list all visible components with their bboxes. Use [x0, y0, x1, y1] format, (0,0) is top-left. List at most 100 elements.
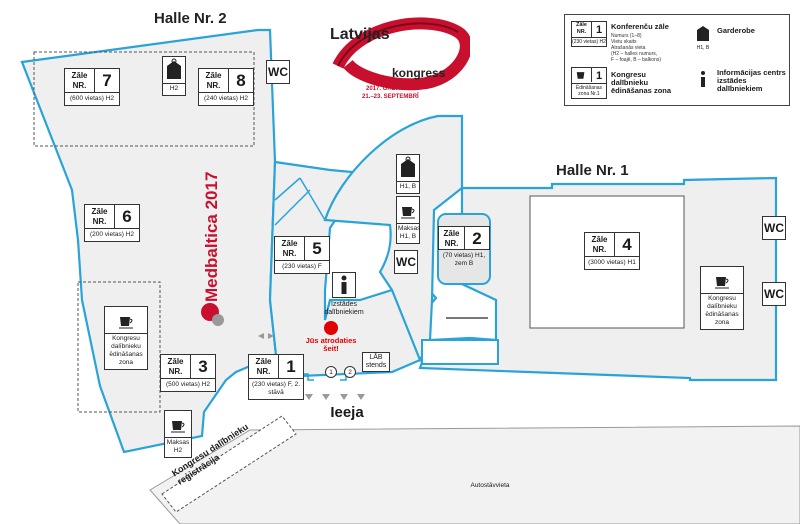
legend-room-line: Atrašanās vieta — [611, 45, 646, 51]
registration-area — [161, 415, 297, 513]
room-number: 1 — [286, 357, 296, 376]
room-word: Zāle NR. — [85, 205, 115, 228]
entrance-1-number: 1 — [329, 369, 333, 376]
entrance-arrows — [305, 394, 365, 400]
info-icon — [701, 71, 705, 87]
coffee-cup-icon — [171, 421, 185, 433]
room-word: Zāle NR. — [161, 355, 191, 378]
room-number: 3 — [198, 357, 208, 376]
entrance-1-circle — [325, 366, 337, 378]
catering-zone-left[interactable]: Kongresu dalībnieku ēdināšanas zona — [104, 306, 148, 370]
hall-2-zone-bottom — [77, 281, 161, 413]
room-8[interactable]: Zāle NR. 8 (240 vietas) H2 — [198, 68, 254, 106]
you-are-here-label: Jūs atrodaties šeit! — [305, 336, 357, 353]
logo-line3: kongress — [392, 66, 446, 80]
room-info: (230 vietas) F — [282, 263, 322, 270]
room-4[interactable]: Zāle NR.4 (3000 vietas) H1 — [584, 232, 640, 270]
legend-room-line: Vietu skaits — [611, 39, 637, 45]
wardrobe-caption: H1, B — [397, 181, 419, 193]
catering-caption: Kongresu dalībnieku ēdināšanas zona — [701, 293, 743, 329]
sponsor-mark — [201, 303, 224, 326]
wardrobe-h1b[interactable]: H1, B — [396, 154, 420, 194]
wc-hall-2[interactable]: WC — [266, 60, 290, 84]
wardrobe-icon — [697, 26, 709, 41]
map-legend: Zāle NR.1 (230 vietas) H2 Konferenču zāl… — [564, 14, 790, 106]
catering-zone-right[interactable]: Kongresu dalībnieku ēdināšanas zona — [700, 266, 744, 330]
room-info: (230 vietas) F, 2. stāvā — [251, 381, 301, 396]
room-1[interactable]: Zāle NR. 1 (230 vietas) F, 2. stāvā — [248, 354, 304, 400]
hall-1-label: Halle Nr. 1 — [556, 162, 629, 179]
coffee-maksas-h1b[interactable]: Maksas H1, B — [396, 196, 420, 244]
room-2[interactable]: Zāle NR. 2 (70 vietas) H1, zem B — [438, 226, 490, 270]
room-5[interactable]: Zāle NR.5 (230 vietas) F — [274, 236, 330, 274]
coffee-caption: Maksas H1, B — [397, 223, 420, 243]
room-info: (600 vietas) H2 — [69, 95, 115, 102]
room-3[interactable]: Zāle NR. 3 (500 vietas) H2 — [160, 354, 216, 392]
wc-hall-1-bottom[interactable]: WC — [762, 282, 786, 306]
logo-ribbon — [332, 17, 472, 91]
wc-foyer[interactable]: WC — [394, 250, 418, 274]
legend-info-title: Informācijas centrs izstādes dalībniekie… — [717, 68, 786, 93]
hall-2-outline — [20, 28, 278, 454]
parking-area — [149, 425, 800, 524]
congress-logo: Latvijas ĀRSTU kongress 2017. GADA 21.–2… — [318, 4, 472, 112]
sponsor-text: Medbaltica 2017 — [202, 171, 221, 302]
wardrobe-caption: H2 — [163, 83, 185, 95]
entrance-label: Ieeja — [330, 404, 364, 421]
legend-room-line: (H2 – halles numurs, — [611, 51, 658, 57]
legend-room-info: (230 vietas) H2 — [572, 39, 606, 45]
wardrobe-icon — [401, 156, 415, 177]
wardrobe-icon — [167, 58, 181, 79]
room-number: 2 — [472, 229, 482, 248]
info-point-label: Izstādes dalībniekiem — [324, 301, 364, 316]
coffee-maksas-h2[interactable]: Maksas H2 — [164, 410, 192, 458]
room-info: (3000 vietas) H1 — [588, 259, 636, 266]
you-are-here-marker — [324, 321, 338, 335]
coffee-cup-icon — [401, 207, 415, 219]
hall-2-label: Halle Nr. 2 — [154, 10, 227, 27]
foyer-walls — [274, 177, 326, 226]
legend-catering-number: 1 — [595, 70, 603, 82]
room-7[interactable]: Zāle NR. 7 (600 vietas) H2 — [64, 68, 120, 106]
info-point[interactable] — [332, 272, 356, 298]
room-word: Zāle NR. — [585, 233, 615, 256]
legend-room-sample: Zāle NR.1 (230 vietas) H2 — [571, 21, 607, 47]
room-word: Zāle NR. — [249, 355, 279, 378]
parking-label: Autostāvvieta — [470, 482, 510, 489]
room-6[interactable]: Zāle NR.6 (200 vietas) H2 — [84, 204, 140, 242]
catering-caption: Kongresu dalībnieku ēdināšanas zona — [105, 333, 147, 369]
info-icon — [341, 275, 347, 294]
coffee-cup-icon — [119, 317, 133, 329]
lab-stends[interactable]: LĀB stends — [362, 352, 390, 372]
hall-2-zone-top — [33, 51, 255, 147]
wc-hall-1-top[interactable]: WC — [762, 216, 786, 240]
legend-wardrobe-caption: H1, B — [696, 45, 710, 51]
legend-room-title: Konferenču zāle — [611, 22, 669, 31]
sponsor-logo: Medbaltica 2017 — [196, 170, 232, 330]
legend-catering-info: Ēdināšanas zona Nr.1 — [575, 85, 603, 97]
room-number: 8 — [236, 71, 246, 90]
room-number: 7 — [102, 71, 112, 90]
wardrobe-h2[interactable]: H2 — [162, 56, 186, 96]
legend-catering-sample: 1 Ēdināšanas zona Nr.1 — [571, 67, 607, 99]
entrance-2-circle — [344, 366, 356, 378]
coffee-cup-icon — [576, 68, 592, 82]
room-info: (200 vietas) H2 — [89, 231, 135, 238]
room-number: 5 — [312, 239, 322, 258]
room-word: Zāle NR. — [65, 69, 95, 92]
legend-room-number: 1 — [595, 24, 603, 36]
room-word: Zāle NR. — [199, 69, 229, 92]
legend-room-word: Zāle NR. — [572, 22, 592, 37]
room-word: Zāle NR. — [439, 227, 465, 249]
room-info: (240 vietas) H2 — [203, 95, 249, 102]
room-info: (500 vietas) H2 — [165, 381, 211, 388]
logo-date-line1: 2017. GADA — [366, 86, 401, 92]
logo-line1: Latvijas — [330, 26, 390, 43]
legend-catering-title: Kongresu dalībnieku ēdināšanas zona — [611, 70, 672, 95]
logo-line2: ĀRSTU — [358, 46, 427, 65]
entrance-box — [421, 339, 499, 365]
legend-room-line: Numurs (1–8) — [611, 33, 642, 39]
coffee-cup-icon — [715, 277, 729, 289]
coffee-caption: Maksas H2 — [165, 437, 191, 457]
room-info: (70 vietas) H1, zem B — [442, 252, 486, 267]
